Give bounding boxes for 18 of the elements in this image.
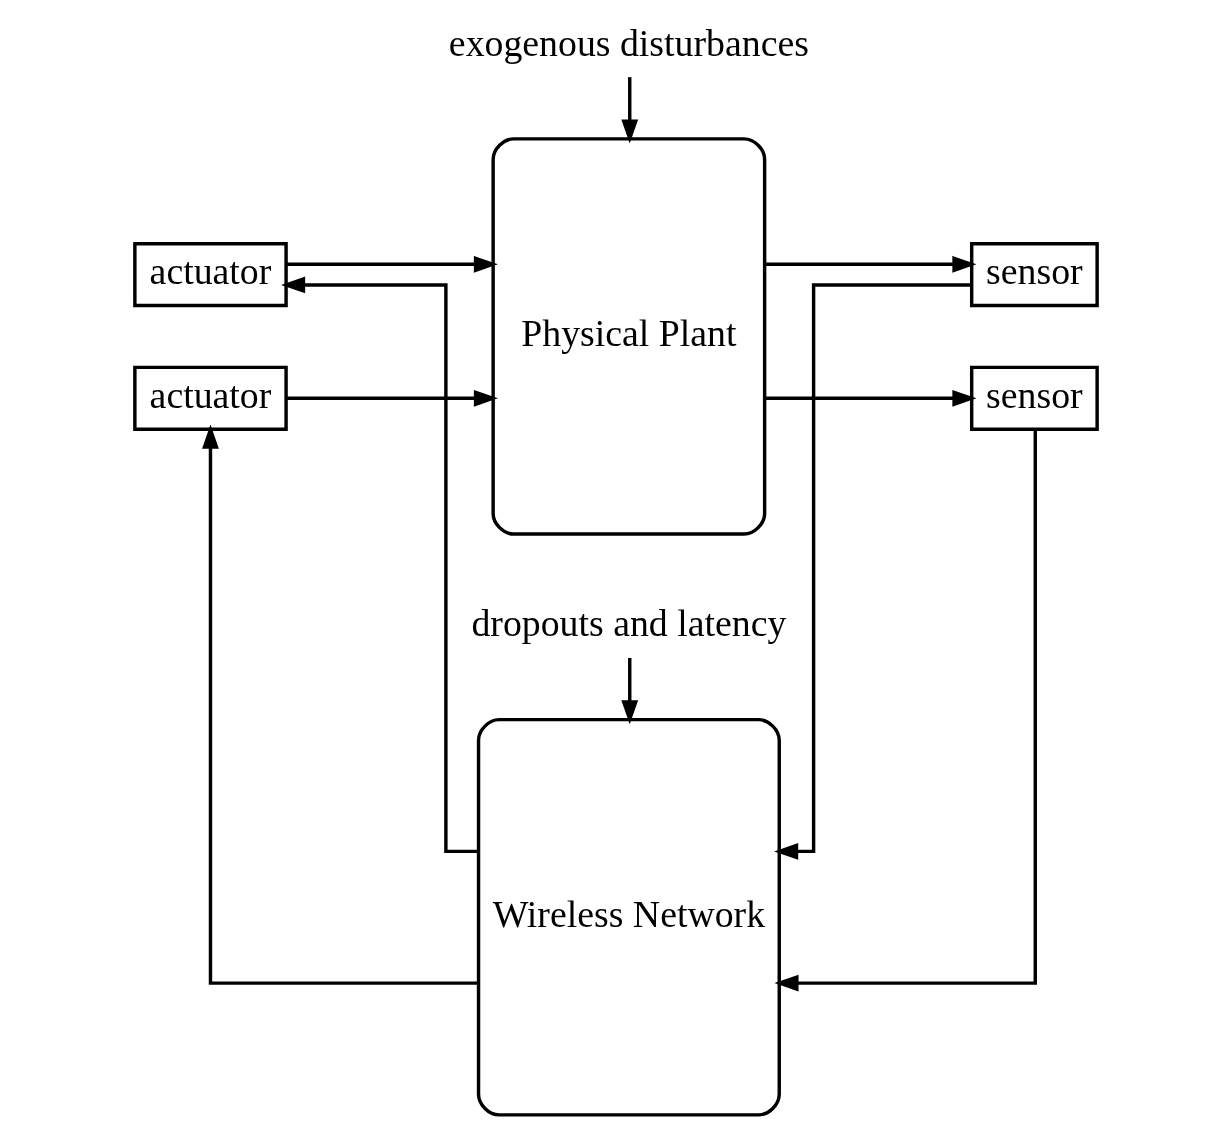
arrow (285, 255, 498, 273)
arrow (285, 389, 498, 407)
node-box: actuator (132, 365, 288, 431)
node-box: Wireless Network (476, 717, 781, 1117)
node-box: sensor (969, 365, 1099, 431)
node-box: sensor (969, 241, 1099, 308)
arrow (620, 657, 638, 725)
node-box: Physical Plant (490, 137, 766, 536)
arrow (280, 276, 478, 854)
arrow (773, 429, 1037, 992)
node-box: actuator (132, 241, 288, 308)
arrow (620, 77, 638, 144)
arrow (764, 255, 976, 273)
node-text: dropouts and latency (470, 602, 786, 645)
arrow (773, 283, 971, 860)
node-text: exogenous disturbances (448, 21, 809, 64)
arrow (201, 424, 478, 985)
arrow (764, 389, 976, 407)
